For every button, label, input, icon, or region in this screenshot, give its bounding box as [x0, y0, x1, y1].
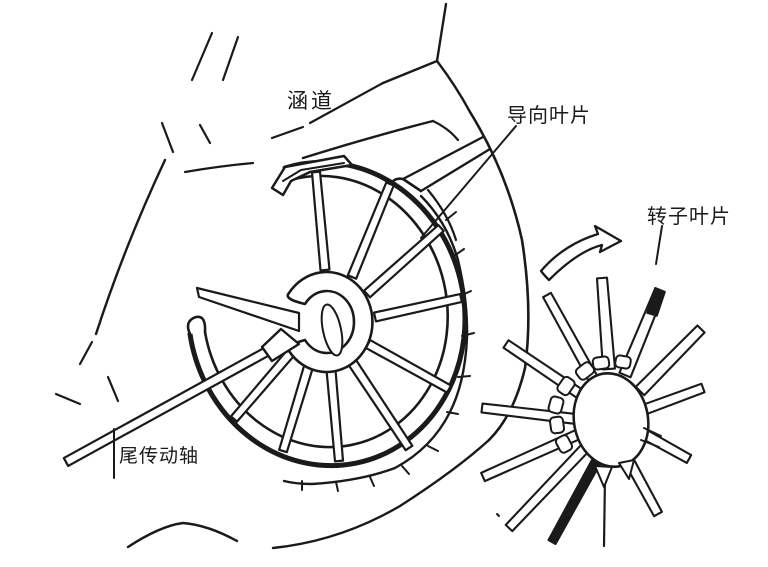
direction-arrow	[539, 224, 623, 282]
rotor-assembly	[480, 276, 706, 548]
label-tail-drive-shaft: 尾传动轴	[119, 446, 200, 467]
stator-guide-vane-assembly	[186, 154, 468, 469]
label-guide-vanes: 导向叶片	[507, 105, 591, 127]
label-rotor-blades: 转子叶片	[647, 206, 731, 228]
fuselage-contours	[54, 2, 530, 550]
duct-wall	[282, 135, 492, 492]
label-duct: 涵道	[287, 89, 335, 113]
label-leader-lines	[113, 125, 663, 479]
